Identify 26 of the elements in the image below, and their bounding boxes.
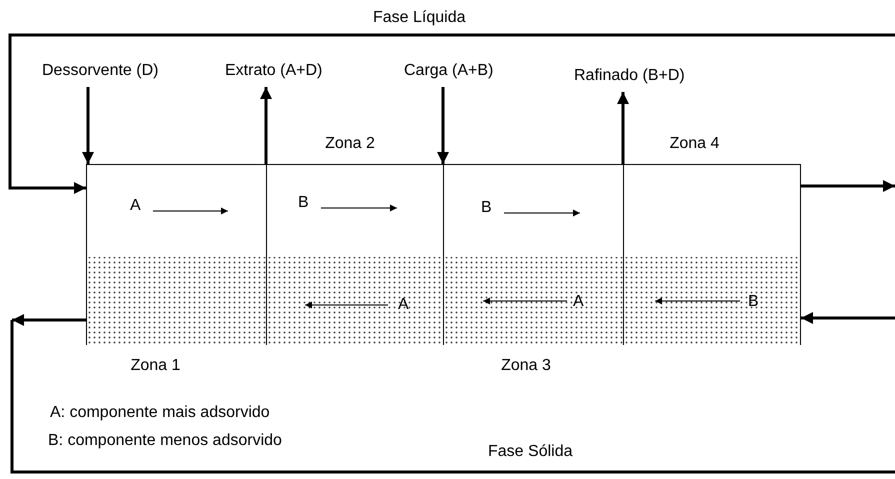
stream-label: Extrato (A+D) <box>225 61 322 81</box>
legend-note: B: componente menos adsorvido <box>48 431 282 451</box>
flow-arrow <box>801 312 895 324</box>
phase-label: Fase Líquida <box>373 8 466 28</box>
stream-label: Dessorvente (D) <box>42 61 158 81</box>
component-label: A <box>130 196 141 216</box>
flow-arrow <box>437 87 449 164</box>
stream-label: Carga (A+B) <box>404 61 494 81</box>
zone-label: Zona 2 <box>324 134 376 154</box>
component-label: B <box>481 198 492 218</box>
component-label: A <box>398 295 409 315</box>
zone-label: Zona 3 <box>500 356 552 376</box>
flow-arrow <box>82 87 94 164</box>
stream-label: Rafinado (B+D) <box>574 66 685 86</box>
flow-arrow <box>12 314 86 326</box>
phase-label: Fase Sólida <box>488 442 572 462</box>
flow-arrow <box>8 34 895 194</box>
zone-label: Zona 1 <box>130 356 182 376</box>
legend-note: A: componente mais adsorvido <box>50 403 270 423</box>
flow-arrow <box>260 87 272 164</box>
zone-label: Zona 4 <box>668 134 720 154</box>
component-label: B <box>298 193 309 213</box>
component-label: A <box>573 292 584 312</box>
flow-arrow <box>617 92 629 164</box>
component-label: B <box>748 292 759 312</box>
flow-arrow <box>801 180 895 192</box>
